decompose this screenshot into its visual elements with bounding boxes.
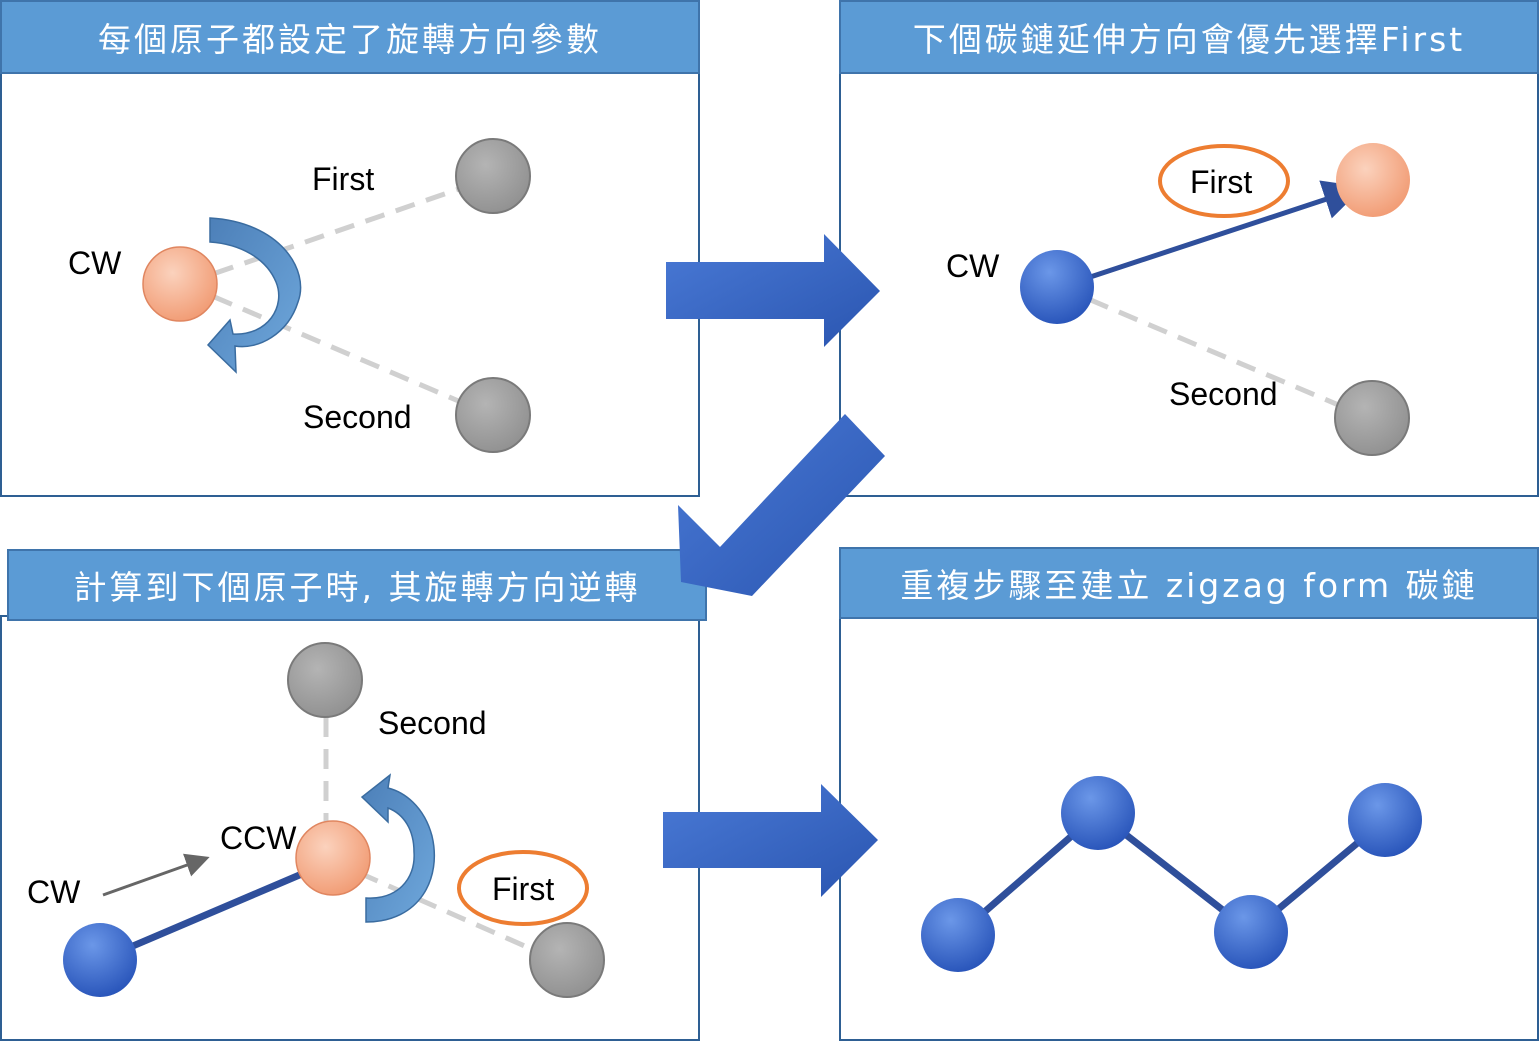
second-label: Second	[303, 399, 412, 435]
first-label: First	[492, 871, 554, 907]
panel-2-diagram: CW First Second	[946, 143, 1410, 456]
panel-1-title: 每個原子都設定了旋轉方向參數	[0, 0, 700, 74]
first-highlight-ellipse	[457, 850, 589, 926]
rotation-label: CCW	[220, 820, 297, 856]
first-label: First	[1190, 164, 1252, 200]
second-label: Second	[1169, 376, 1278, 412]
first-candidate-atom	[455, 138, 531, 214]
panel-1	[0, 0, 700, 497]
rotation-label: CW	[68, 245, 122, 281]
current-atom	[142, 246, 218, 322]
zigzag-chain-bonds	[955, 808, 1388, 938]
panel-3-diagram: CW CCW Second First	[27, 642, 605, 998]
first-label: First	[312, 161, 374, 197]
previous-atom	[63, 923, 137, 997]
second-label: Second	[378, 705, 487, 741]
panel-2	[839, 0, 1539, 497]
progression-arrow	[102, 853, 210, 897]
second-candidate-atom	[1334, 380, 1410, 456]
panel-4-title: 重複步驟至建立 zigzag form 碳鏈	[839, 547, 1539, 619]
second-candidate-atom	[455, 377, 531, 453]
current-atom	[295, 820, 371, 896]
panel-3-title: 計算到下個原子時, 其旋轉方向逆轉	[7, 549, 707, 621]
second-candidate-line	[1059, 284, 1356, 415]
chain-atom	[1214, 895, 1288, 969]
panel-4-diagram	[921, 776, 1422, 972]
flow-arrow-diagonal-down-left	[678, 414, 885, 596]
chosen-bond-arrow	[1059, 180, 1364, 290]
flow-arrow-right-top	[666, 234, 880, 347]
second-candidate-atom	[287, 642, 363, 718]
first-candidate-atom	[529, 922, 605, 998]
chain-bond	[98, 858, 332, 964]
second-candidate-line	[183, 281, 476, 411]
first-target-atom	[1336, 143, 1410, 217]
previous-rotation-label: CW	[27, 874, 81, 910]
chain-atom	[1348, 783, 1422, 857]
panel-2-title: 下個碳鏈延伸方向會優先選擇First	[839, 0, 1539, 74]
chain-atom	[1061, 776, 1135, 850]
chain-atom	[921, 898, 995, 972]
panel-1-diagram: CW First Second	[68, 138, 531, 453]
first-highlight-ellipse	[1158, 144, 1290, 218]
current-atom	[1020, 250, 1094, 324]
first-candidate-line	[183, 177, 486, 287]
clockwise-rotation-icon	[206, 217, 302, 374]
counterclockwise-rotation-icon	[360, 773, 436, 923]
flow-arrow-right-bottom	[663, 784, 878, 897]
rotation-label: CW	[946, 248, 1000, 284]
